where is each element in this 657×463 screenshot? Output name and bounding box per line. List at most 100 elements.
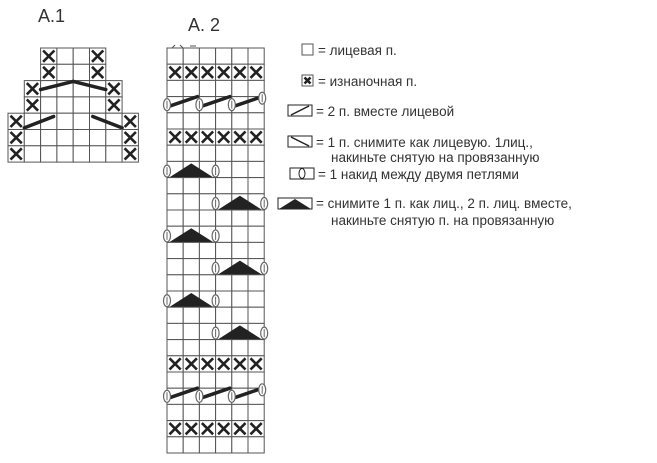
purl-x-icon <box>217 130 231 144</box>
legend-sk2p-triangle <box>279 199 311 209</box>
knit-cell <box>198 403 217 422</box>
legend-k2tog-line <box>290 105 310 116</box>
sk2p-triangle-icon <box>217 260 263 275</box>
legend-skpo-line2: накиньте снятую на провязанную <box>331 150 540 165</box>
knit-cell <box>182 112 200 130</box>
knit-cell <box>166 209 184 227</box>
purl-x-icon <box>42 65 56 80</box>
knit-cell <box>23 129 42 147</box>
legend-yo: = 1 накид между двумя петлями <box>318 167 519 182</box>
chart-a2-title: A. 2 <box>188 15 221 35</box>
knit-cell <box>198 339 217 357</box>
knit-cell <box>166 436 184 454</box>
knit-cell <box>247 47 265 65</box>
k2tog-line <box>38 79 75 92</box>
chart-top-marks <box>171 44 196 49</box>
purl-x-icon <box>249 422 263 436</box>
knit-cell <box>166 144 184 162</box>
knit-cell <box>182 322 200 341</box>
knit-cell <box>198 306 217 324</box>
purl-x-icon <box>168 130 182 144</box>
knit-cell <box>166 306 184 324</box>
knit-cell <box>247 112 265 130</box>
knit-cell <box>215 371 233 389</box>
k2tog-line <box>22 114 56 130</box>
knit-cell <box>247 177 265 195</box>
purl-x-icon <box>184 65 198 79</box>
legend-skpo-line <box>290 136 310 147</box>
knit-cell <box>56 129 74 147</box>
knit-cell <box>89 129 107 147</box>
knit-cell <box>247 144 265 162</box>
knit-cell <box>215 112 233 130</box>
purl-x-icon <box>233 422 247 436</box>
knit-cell <box>198 241 217 260</box>
knit-cell <box>182 306 200 324</box>
knit-cell <box>182 274 200 292</box>
purl-x-icon <box>200 130 215 144</box>
knit-cell <box>166 371 184 389</box>
knit-cell <box>40 145 58 163</box>
skpo-line <box>91 114 124 130</box>
knit-cell <box>231 160 249 179</box>
knit-cell <box>198 177 217 195</box>
knit-cell <box>247 225 265 243</box>
skpo-line <box>71 79 108 92</box>
knit-cell <box>23 145 42 163</box>
purl-x-icon <box>184 357 198 371</box>
knit-cell <box>166 403 184 422</box>
purl-x-icon <box>25 98 40 112</box>
purl-x-icon <box>233 357 247 371</box>
knit-cell <box>166 47 184 65</box>
knit-cell <box>231 209 249 227</box>
knit-cell <box>215 177 233 195</box>
knit-cell <box>166 322 184 341</box>
purl-x-icon <box>91 65 105 80</box>
knit-cell <box>105 129 123 147</box>
knit-cell <box>166 177 184 195</box>
knit-cell <box>166 112 184 130</box>
knit-cell <box>247 403 265 422</box>
purl-x-icon <box>200 422 215 436</box>
knit-cell <box>89 145 107 163</box>
knit-cell <box>247 241 265 260</box>
k2tog-line <box>199 94 232 109</box>
purl-x-icon <box>107 82 121 96</box>
knit-cell <box>182 371 200 389</box>
knit-cell <box>166 79 184 98</box>
knit-cell <box>89 96 107 114</box>
legend-skpo: = 1 п. снимите как лицевую. 1лиц., <box>316 135 533 150</box>
knit-cell <box>182 258 200 276</box>
knit-cell <box>182 339 200 357</box>
knit-cell <box>231 241 249 260</box>
knit-cell <box>182 177 200 195</box>
legend-knit-icon <box>301 43 314 56</box>
sk2p-triangle-icon <box>217 195 263 210</box>
legend-yo-oval <box>298 168 306 179</box>
purl-x-icon <box>123 131 137 145</box>
legend-knit: = лицевая п. <box>318 43 397 58</box>
knit-cell <box>198 209 217 227</box>
knit-cell <box>166 193 184 211</box>
knit-cell <box>72 96 90 114</box>
knit-cell <box>40 129 58 147</box>
knit-cell <box>231 144 249 162</box>
knit-cell <box>215 144 233 162</box>
sk2p-triangle-icon <box>217 325 263 340</box>
purl-x-icon <box>123 114 137 128</box>
legend-k2tog: = 2 п. вместе лицевой <box>316 104 455 119</box>
knit-cell <box>231 225 249 243</box>
sk2p-triangle-icon <box>169 293 214 308</box>
knit-cell <box>182 403 200 422</box>
k2tog-line <box>167 94 200 109</box>
knit-cell <box>182 436 200 454</box>
purl-x-icon <box>233 65 247 79</box>
knit-cell <box>166 274 184 292</box>
sk2p-triangle-icon <box>169 228 214 243</box>
k2tog-line <box>232 94 264 109</box>
knit-cell <box>198 274 217 292</box>
knit-cell <box>247 209 265 227</box>
k2tog-line <box>232 386 264 400</box>
knit-cell <box>72 112 90 130</box>
knit-cell <box>56 47 74 65</box>
